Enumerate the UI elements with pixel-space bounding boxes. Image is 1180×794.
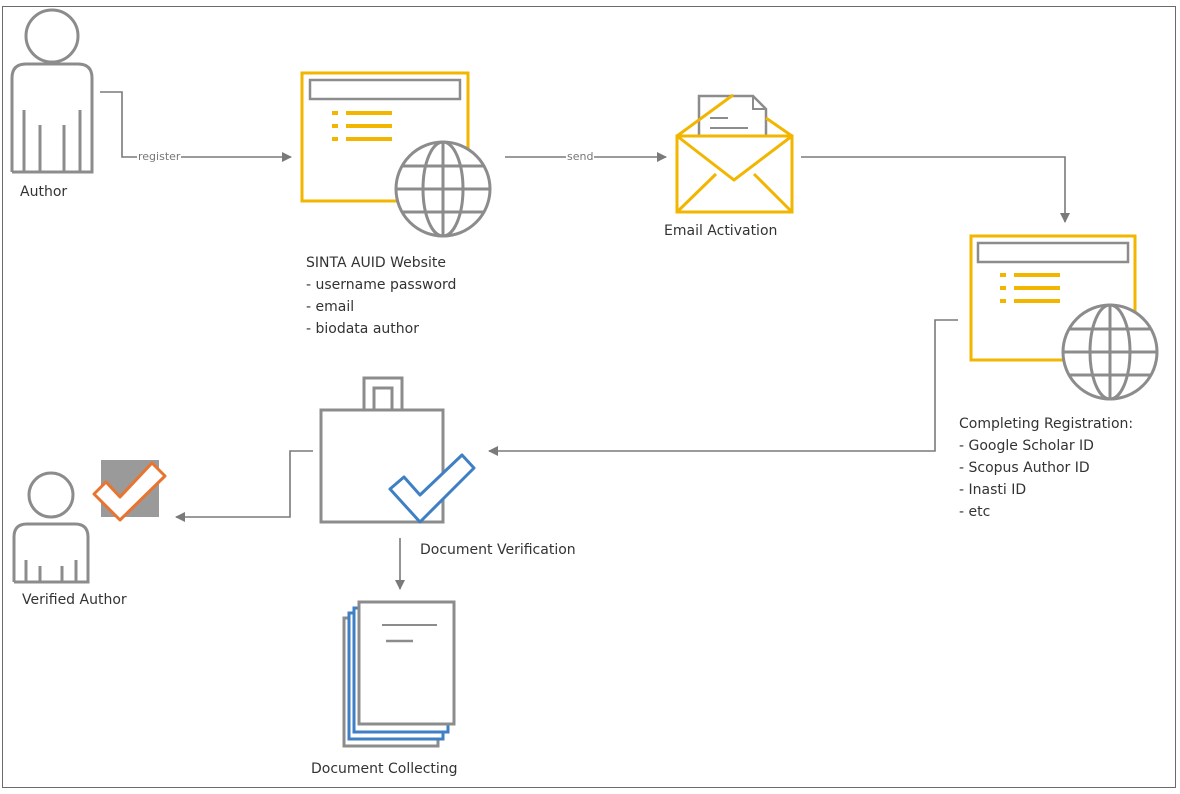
completing-title: Completing Registration: [959,416,1134,432]
email-envelope-icon [675,93,794,214]
completing-label-block: Completing Registration: - Google Schola… [959,413,1133,523]
blue-check-icon [388,453,476,524]
edge-to-verification [488,319,958,456]
document-collecting-label: Document Collecting [311,761,458,777]
email-activation-label: Email Activation [664,223,778,239]
website-title: SINTA AUID Website [306,255,446,271]
completing-item: - Scopus Author ID [959,460,1090,476]
globe-icon [394,140,492,238]
completing-item: - etc [959,504,991,520]
author-label: Author [20,184,68,200]
orange-check-badge-icon [92,460,167,522]
document-verification-label: Document Verification [420,542,576,558]
document-stack-icon [342,600,456,748]
globe-icon [1061,303,1159,401]
register-edge-label: register [137,150,182,163]
author-icon [10,8,94,174]
edge-register [100,91,292,162]
verified-author-label: Verified Author [22,592,127,608]
edge-to-completing [801,156,1070,223]
verified-author-icon [12,471,90,584]
registration-window-icon [969,234,1137,362]
website-label-block: SINTA AUID Website - username password -… [306,252,456,340]
edge-to-verified-author [175,450,313,522]
send-edge-label: send [566,150,595,163]
website-window-icon [300,71,470,203]
website-item: - email [306,299,355,315]
completing-item: - Inasti ID [959,482,1027,498]
diagram-frame [2,6,1176,788]
website-item: - username password [306,277,457,293]
website-item: - biodata author [306,321,419,337]
completing-item: - Google Scholar ID [959,438,1094,454]
